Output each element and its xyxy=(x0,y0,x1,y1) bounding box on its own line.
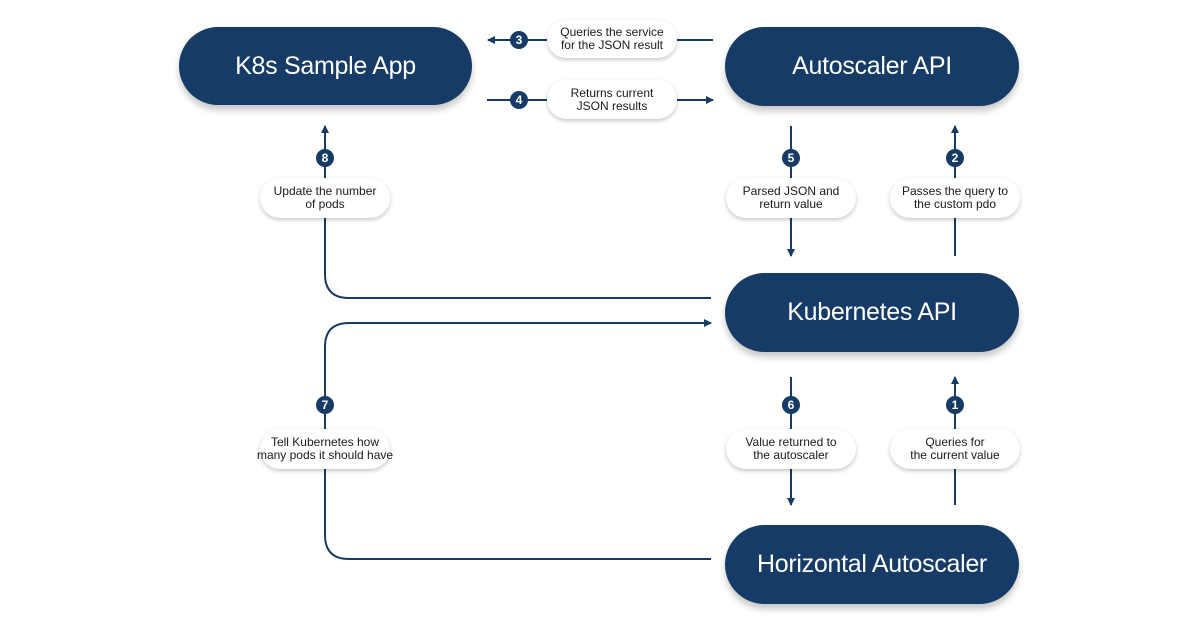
step-4-line-1: Returns current xyxy=(570,85,654,100)
step-3-line-1: Queries the service xyxy=(560,25,664,39)
step-6-label: Value returned to the autoscaler xyxy=(726,429,856,469)
step-2-badge: 2 xyxy=(946,149,964,167)
step-4-label: Returns current JSON results xyxy=(547,80,677,119)
step-8-label: Update the number of pods xyxy=(260,178,390,218)
step-2-label: Passes the query to the custom pdo xyxy=(890,178,1020,218)
step-7-label: Tell Kubernetes how many pods it should … xyxy=(256,429,394,469)
step-6-badge: 6 xyxy=(782,396,800,414)
step-7-line-2: many pods it should have xyxy=(256,448,394,462)
step-8-line-1: Update the number xyxy=(273,184,377,198)
step-7-badge: 7 xyxy=(316,396,334,414)
autoscaler-api-node: Autoscaler API xyxy=(725,27,1019,106)
step-1-line-2: the current value xyxy=(910,448,1000,462)
step-3-label: Queries the service for the JSON result xyxy=(547,20,677,58)
step-1-line-1: Queries for xyxy=(925,435,985,449)
step-2-line-2: the custom pdo xyxy=(913,197,997,211)
step-3-badge: 3 xyxy=(510,31,528,49)
kubernetes-api-node: Kubernetes API xyxy=(725,273,1019,352)
step-5-badge: 5 xyxy=(782,149,800,167)
step-7-line-1: Tell Kubernetes how xyxy=(270,435,380,449)
step-5-line-2: return value xyxy=(759,197,823,211)
step-5-label: Parsed JSON and return value xyxy=(726,178,856,218)
step-4-line-2: JSON results xyxy=(576,98,648,113)
step-6-line-1: Value returned to xyxy=(745,435,837,449)
step-1-badge: 1 xyxy=(946,396,964,414)
step-5-line-1: Parsed JSON and xyxy=(742,184,840,198)
step-3-line-2: for the JSON result xyxy=(560,38,664,52)
step-4-badge: 4 xyxy=(510,91,528,109)
step-2-line-1: Passes the query to xyxy=(901,184,1009,198)
horizontal-autoscaler-node: Horizontal Autoscaler xyxy=(725,525,1019,604)
step-8-line-2: of pods xyxy=(305,197,345,211)
k8s-sample-app-node: K8s Sample App xyxy=(179,27,472,105)
step-6-line-2: the autoscaler xyxy=(753,448,829,462)
step-1-label: Queries for the current value xyxy=(890,429,1020,469)
arrow-step-8 xyxy=(321,125,711,299)
step-8-badge: 8 xyxy=(316,149,334,167)
